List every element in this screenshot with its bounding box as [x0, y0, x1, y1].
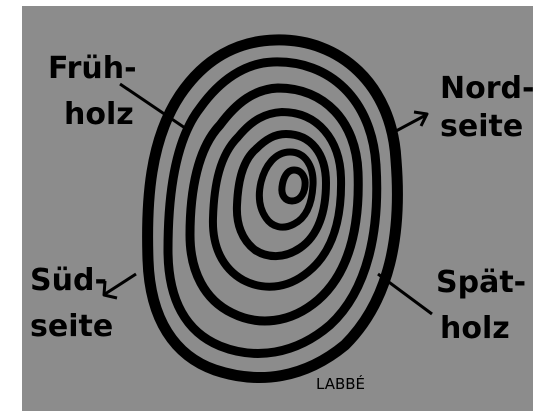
suedseite-label-line1: Süd- [30, 263, 107, 298]
fruehholz-label-line1: Früh- [48, 51, 137, 86]
nordseite-label-line1: Nord- [440, 71, 533, 106]
spaetholz-label-line1: Spät- [436, 265, 526, 300]
spaetholz-label-line2: holz [440, 311, 510, 346]
artist-signature: LABBÉ [316, 374, 365, 393]
nordseite-label-line2: seite [440, 109, 523, 144]
suedseite-label-line2: seite [30, 309, 113, 344]
fruehholz-label-line2: holz [64, 97, 134, 132]
